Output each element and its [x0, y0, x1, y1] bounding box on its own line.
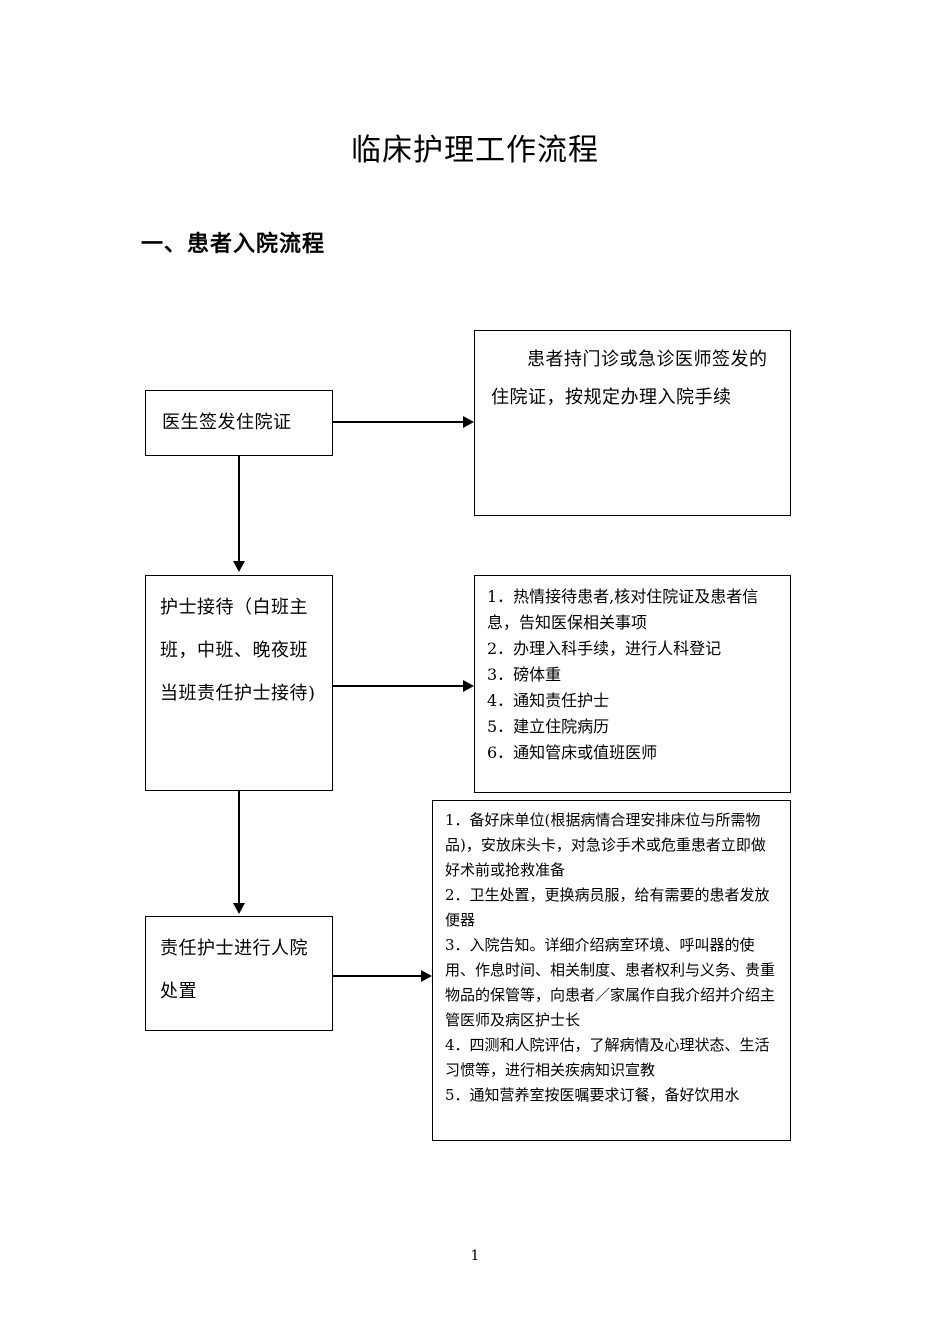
arrowhead-step2-to-detail2 [463, 680, 474, 692]
flow-step-box-3: 责任护士进行人院处置 [145, 916, 333, 1031]
flow-step-1-label: 医生签发住院证 [162, 412, 292, 433]
flow-detail-box-3: 1．备好床单位(根据病情合理安排床位与所需物品)，安放床头卡，对急诊手术或危重患… [432, 800, 791, 1141]
list-item: 4．通知责任护士 [487, 691, 610, 710]
flow-step-2-label: 护士接待（白班主班，中班、晚夜班当班责任护士接待) [160, 597, 316, 704]
flow-detail-box-2: 1．热情接待患者,核对住院证及患者信息，告知医保相关事项 2．办理入科手续，进行… [474, 575, 791, 793]
page-title: 临床护理工作流程 [351, 133, 599, 168]
list-item: 3．入院告知。详细介绍病室环境、呼叫器的使用、作息时间、相关制度、患者权利与义务… [445, 936, 776, 1029]
list-item: 1．备好床单位(根据病情合理安排床位与所需物品)，安放床头卡，对急诊手术或危重患… [445, 811, 766, 879]
flow-step-box-1: 医生签发住院证 [145, 390, 333, 456]
connector-step2-to-detail2 [333, 685, 463, 687]
list-item: 2．办理入科手续，进行人科登记 [487, 639, 722, 658]
flow-detail-2-list: 1．热情接待患者,核对住院证及患者信息，告知医保相关事项 2．办理入科手续，进行… [475, 576, 790, 766]
arrowhead-step2-to-step3 [233, 903, 245, 914]
list-item: 5．建立住院病历 [487, 717, 610, 736]
connector-step2-to-step3 [238, 791, 240, 903]
flow-step-3-label: 责任护士进行人院处置 [160, 938, 308, 1002]
flow-detail-box-1: 患者持门诊或急诊医师签发的住院证，按规定办理入院手续 [474, 330, 791, 516]
list-item: 2．卫生处置，更换病员服，给有需要的患者发放便器 [445, 886, 770, 929]
list-item: 5．通知营养室按医嘱要求订餐，备好饮用水 [445, 1086, 740, 1104]
connector-step3-to-detail3 [333, 975, 421, 977]
flow-step-box-2: 护士接待（白班主班，中班、晚夜班当班责任护士接待) [145, 575, 333, 791]
flow-detail-3-list: 1．备好床单位(根据病情合理安排床位与所需物品)，安放床头卡，对急诊手术或危重患… [433, 801, 790, 1108]
section-heading: 一、患者入院流程 [141, 232, 326, 257]
list-item: 6．通知管床或值班医师 [487, 743, 658, 762]
arrowhead-step3-to-detail3 [421, 970, 432, 982]
list-item: 1．热情接待患者,核对住院证及患者信息，告知医保相关事项 [487, 587, 759, 632]
flow-detail-1-text: 患者持门诊或急诊医师签发的住院证，按规定办理入院手续 [491, 349, 768, 408]
list-item: 4．四测和人院评估，了解病情及心理状态、生活习惯等，进行相关疾病知识宣教 [445, 1036, 770, 1079]
connector-step1-to-detail1 [333, 421, 463, 423]
page-number: 1 [470, 1248, 480, 1264]
list-item: 3．磅体重 [487, 665, 562, 684]
arrowhead-step1-to-detail1 [463, 416, 474, 428]
arrowhead-step1-to-step2 [233, 561, 245, 572]
connector-step1-to-step2 [238, 456, 240, 561]
